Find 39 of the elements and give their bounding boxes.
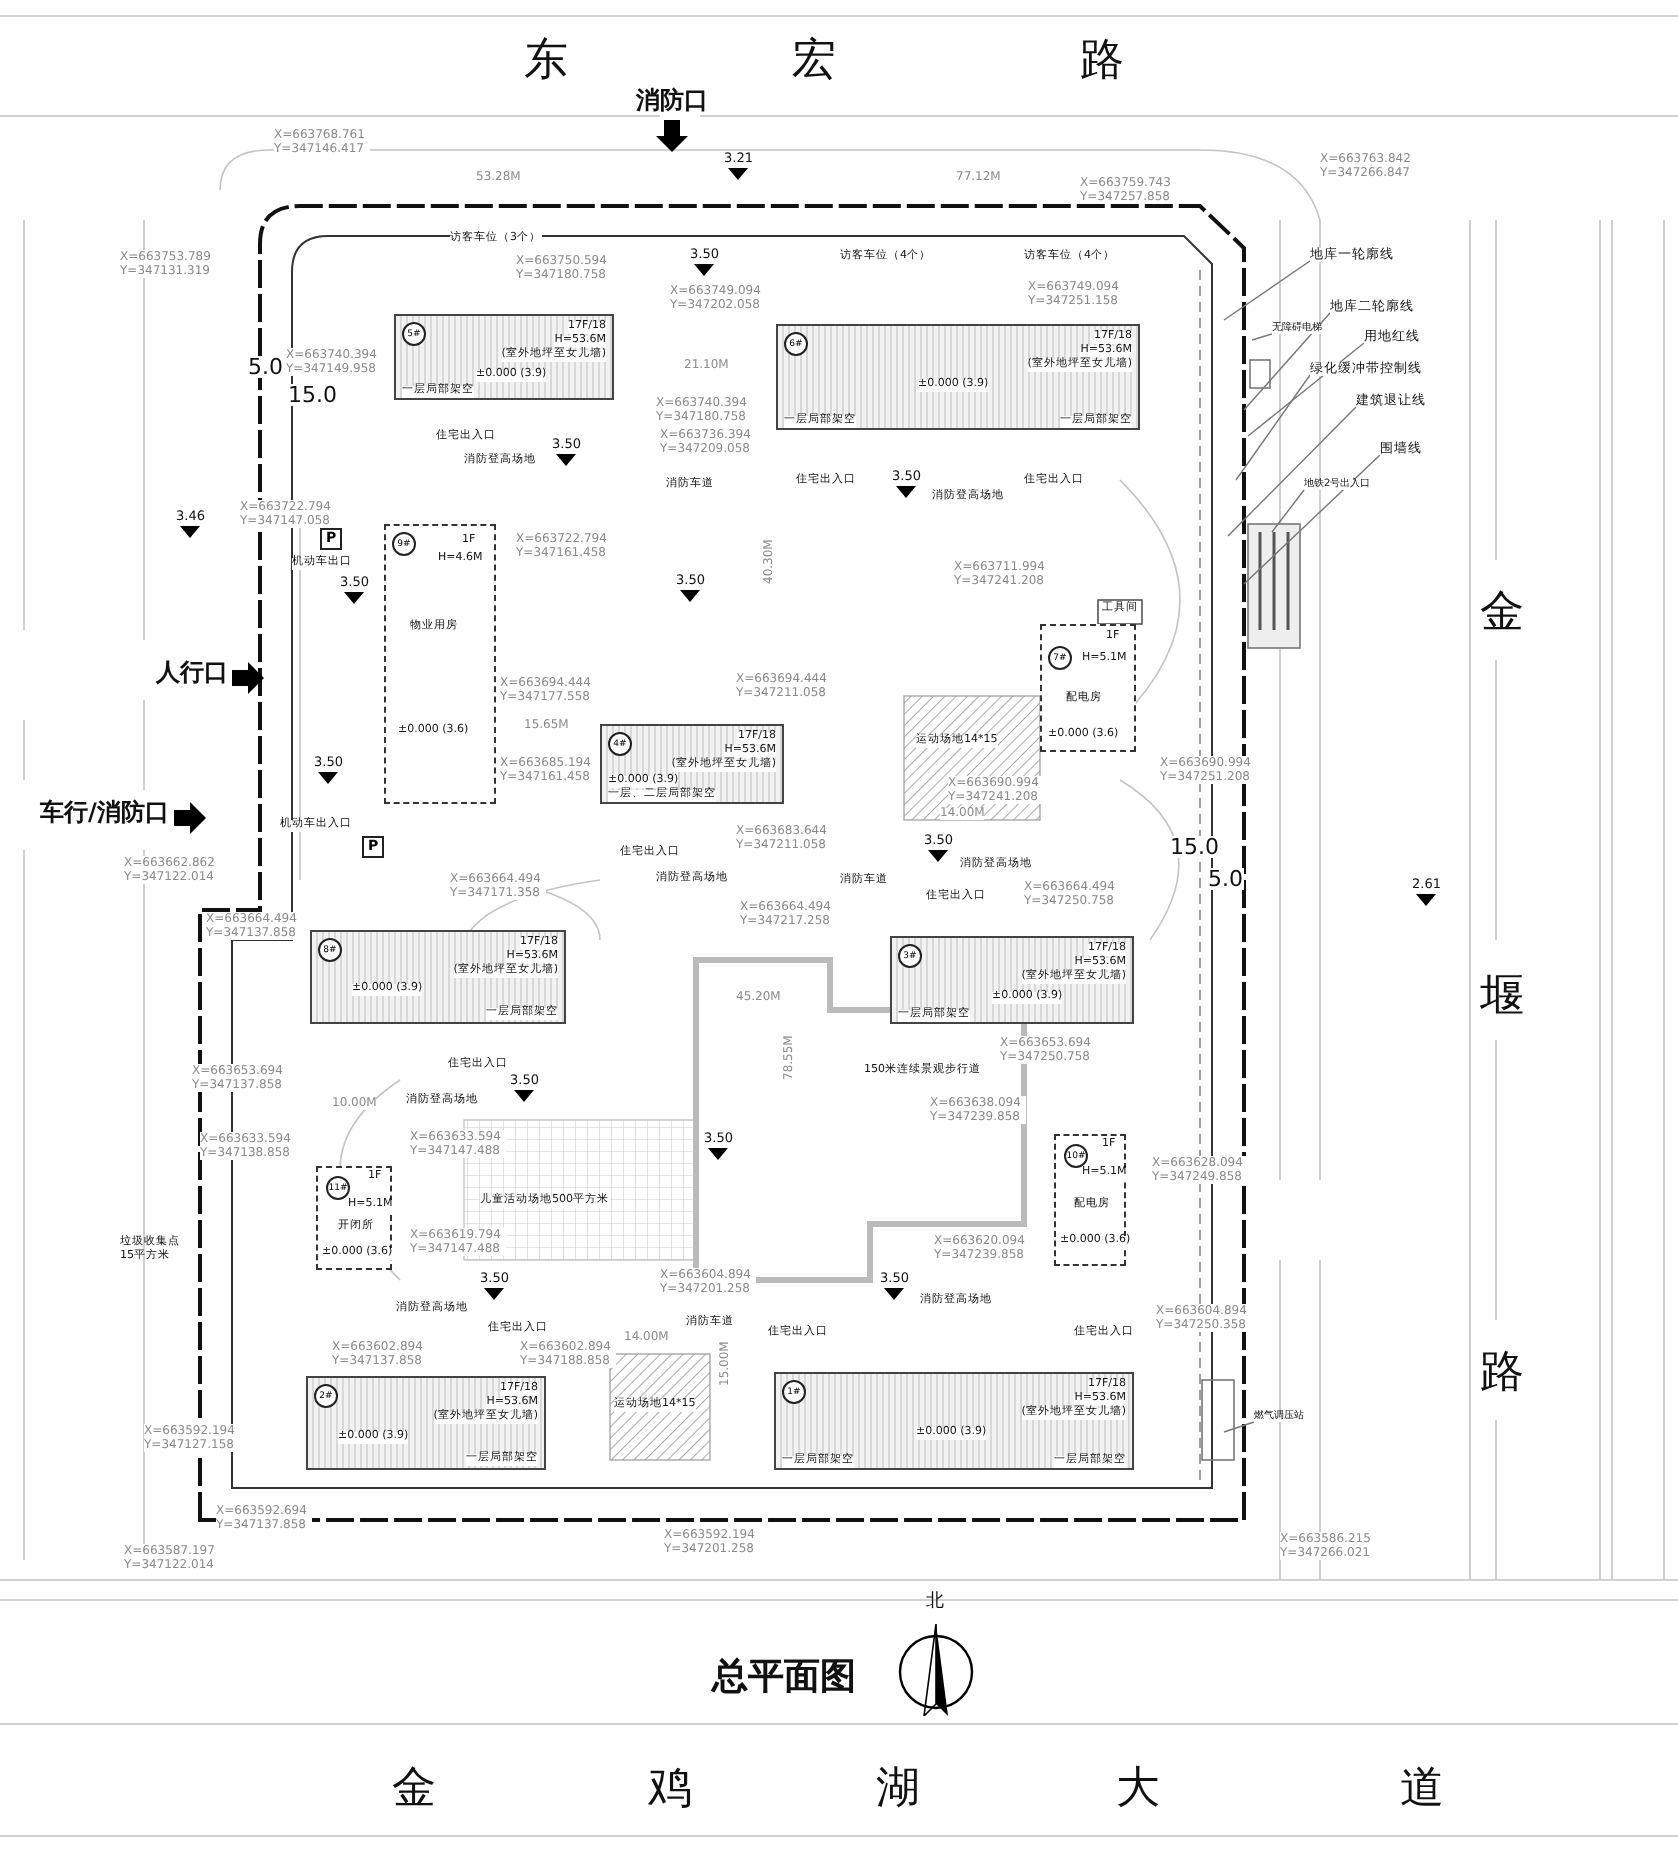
entrance-label: 车行/消防口 [40,800,169,824]
setback-label: 15.0 [1170,836,1219,858]
facility-building [316,1166,392,1270]
entrance-label: 人行口 [156,660,228,684]
road-name: 大 [1116,1768,1160,1812]
entrance-label: 消防口 [636,88,708,112]
setback-label: 5.0 [1208,868,1243,890]
setback-label: 15.0 [288,384,337,406]
road-name: 鸡 [648,1768,692,1812]
leader-line [1235,374,1311,481]
leader-line [1223,1421,1255,1433]
road-name: 道 [1400,1768,1444,1812]
leader-line [1271,489,1305,533]
residential-building [890,936,1134,1024]
road-name: 湖 [876,1768,920,1812]
residential-building [600,724,784,804]
road-name: 金 [1480,592,1524,636]
facility-building [1040,624,1136,752]
plan-title: 总平面图 [712,1660,856,1696]
residential-building [394,314,614,400]
residential-building [774,1372,1134,1470]
road-name: 堰 [1480,976,1524,1020]
leader-line [1227,406,1357,537]
facility-building [384,524,496,804]
facility-building [1054,1134,1126,1266]
north-label: 北 [926,1594,944,1612]
leader-line [1223,260,1311,321]
residential-building [306,1376,546,1470]
residential-building [776,324,1140,430]
leader-line [1243,454,1381,585]
setback-label: 5.0 [248,356,283,378]
residential-building [310,930,566,1024]
leader-line [1243,312,1331,411]
road-name: 路 [1480,1352,1524,1396]
road-name: 东 [524,40,568,84]
road-name: 宏 [792,40,836,84]
road-name: 路 [1080,40,1124,84]
road-name: 金 [392,1768,436,1812]
leader-line [1251,333,1273,341]
